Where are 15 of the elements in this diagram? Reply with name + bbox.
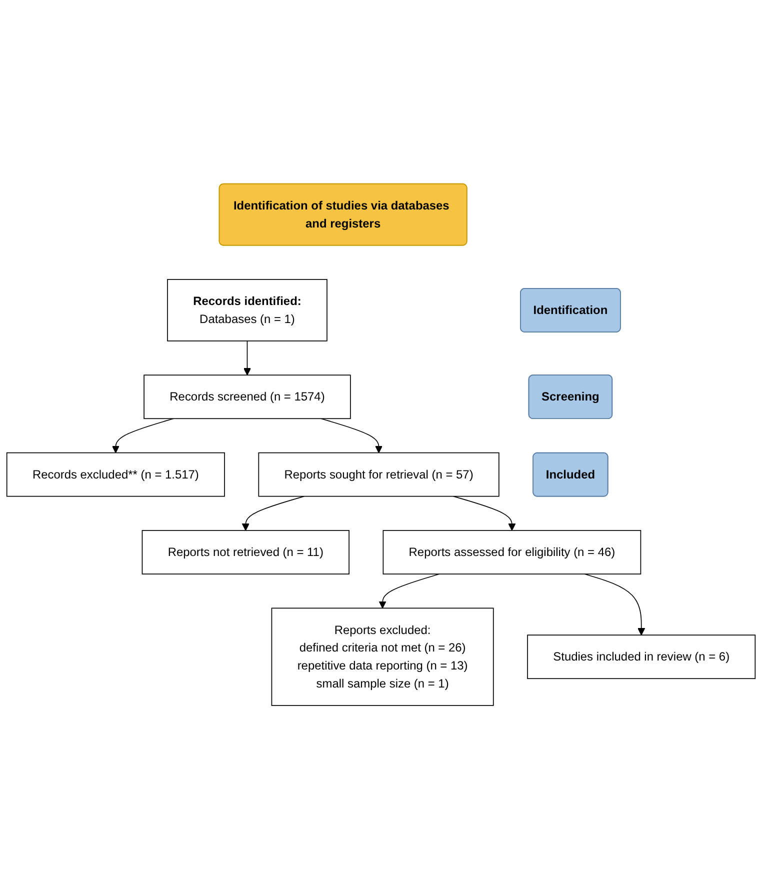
node-box: Reports assessed for eligibility (n = 46) [382,530,642,574]
arrow [243,340,251,376]
arrow [320,418,383,453]
node-box: Reports sought for retrieval (n = 57) [258,452,500,497]
arrow [112,418,174,453]
node-box: Records screened (n = 1574) [144,374,351,419]
node-box: Records excluded** (n = 1.517) [6,452,225,497]
arrow [453,496,516,531]
node-box: Reports not retrieved (n = 11) [142,530,350,574]
arrow [378,573,440,608]
node-box: Reports excluded: defined criteria not met (n = 26) repetitive data reporting (n = 13) small sample size (n = 1) [271,608,494,706]
node-box: Studies included in review (n = 6) [527,634,756,679]
node-box: Records identified: Databases (n = 1) [167,278,328,342]
arrow [242,496,305,531]
arrow [584,573,646,636]
